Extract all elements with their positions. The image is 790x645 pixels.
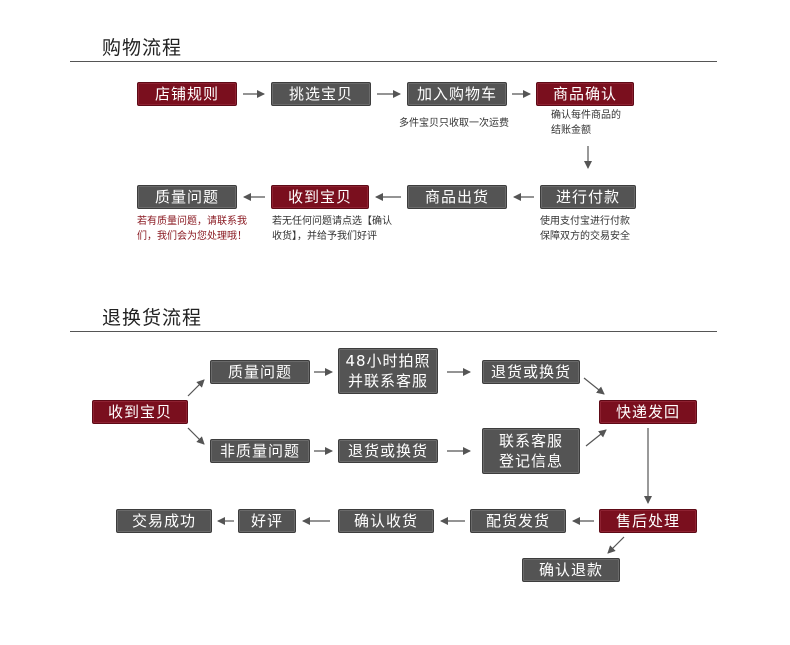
shopping-flow-title: 购物流程 — [102, 37, 183, 59]
quality-issue-box: 质量问题 — [137, 185, 237, 209]
arrow-receive-to-quality-returns — [187, 379, 205, 397]
receive-note-line2: 收货】，并给予我们好评 — [272, 231, 377, 242]
pay-box: 进行付款 — [540, 185, 636, 209]
add-cart-box: 加入购物车 — [407, 82, 507, 106]
after-sales-box: 售后处理 — [599, 509, 697, 533]
confirm-note-line1: 确认每件商品的 — [551, 110, 621, 121]
returns-flow-divider — [70, 331, 717, 332]
returns-flow-title: 退换货流程 — [102, 307, 203, 329]
quality-note-line1: 若有质量问题，请联系我 — [137, 216, 247, 227]
good-review-box: 好评 — [238, 509, 296, 533]
arrow-return-to-express — [583, 377, 605, 395]
pick-item-box: 挑选宝贝 — [271, 82, 371, 106]
return-exchange-box-bottom: 退货或换货 — [338, 439, 438, 463]
cart-note: 多件宝贝只收取一次运费 — [399, 118, 509, 129]
contact-service-box: 联系客服登记信息 — [482, 428, 580, 474]
receive-box: 收到宝贝 — [271, 185, 369, 209]
pay-note-line2: 保障双方的交易安全 — [540, 231, 630, 242]
quality-note-line2: 们，我们会为您处理哦！ — [137, 231, 247, 242]
confirm-note-line2: 结账金额 — [551, 125, 591, 136]
deal-success-box: 交易成功 — [116, 509, 212, 533]
ship-box: 商品出货 — [407, 185, 507, 209]
receive-note-line1: 若无任何问题请点选【确认 — [272, 216, 392, 227]
confirm-receipt-box: 确认收货 — [338, 509, 434, 533]
non-quality-box: 非质量问题 — [210, 439, 310, 463]
arrow-aftersales-to-refund — [607, 536, 625, 554]
shopping-flow-divider — [70, 61, 717, 62]
arrow-receive-to-nonquality — [187, 427, 205, 445]
arrow-contact-to-express — [585, 429, 607, 447]
pay-note-line1: 使用支付宝进行付款 — [540, 216, 630, 227]
confirm-refund-box: 确认退款 — [522, 558, 620, 582]
returns-quality-box: 质量问题 — [210, 360, 310, 384]
return-exchange-box-top: 退货或换货 — [482, 360, 580, 384]
confirm-item-box: 商品确认 — [536, 82, 634, 106]
reship-box: 配货发货 — [470, 509, 566, 533]
express-back-box: 快递发回 — [599, 400, 697, 424]
store-rules-box: 店铺规则 — [137, 82, 237, 106]
contact-48h-box: 48小时拍照并联系客服 — [338, 348, 438, 394]
returns-receive-box: 收到宝贝 — [92, 400, 188, 424]
